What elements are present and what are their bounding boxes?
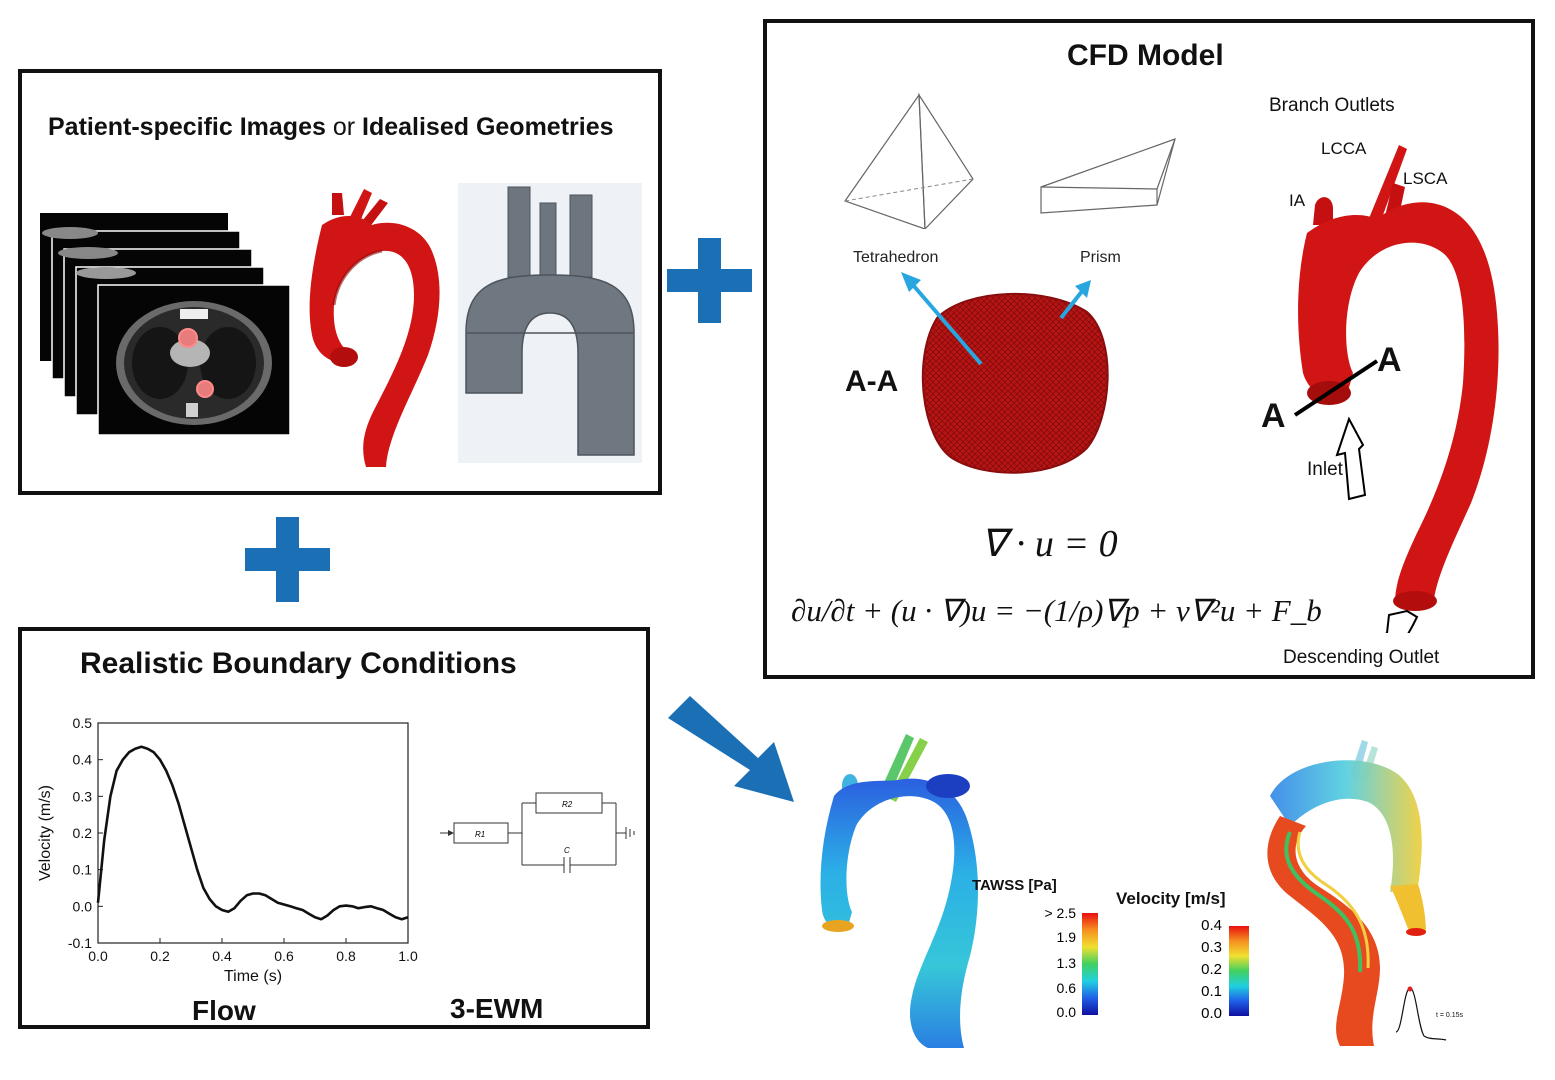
boundary-panel: Realistic Boundary Conditions 0.0 0.2 0.4 0… bbox=[18, 627, 650, 1029]
y-tick-label: 0.1 bbox=[73, 862, 93, 878]
descending-outlet-label: Descending Outlet bbox=[1283, 647, 1440, 668]
tawss-tick-0: > 2.5 bbox=[1044, 905, 1076, 921]
velocity-tick-2: 0.2 bbox=[1201, 961, 1222, 978]
x-axis-label: Time (s) bbox=[224, 968, 282, 985]
idealised-geometry-gray bbox=[458, 183, 642, 463]
y-tick-label: 0.3 bbox=[73, 788, 93, 804]
plus-icon-right bbox=[667, 238, 752, 323]
inset-waveform-icon bbox=[1395, 986, 1447, 1041]
geometry-panel: Patient-specific Images or Idealised Geo… bbox=[18, 69, 662, 495]
velocity-tick-0: 0.4 bbox=[1201, 917, 1222, 934]
circuit-r1-label: R1 bbox=[475, 830, 485, 839]
circuit-r2-label: R2 bbox=[562, 800, 573, 809]
velocity-series-line bbox=[96, 745, 409, 921]
section-marker-a2: A bbox=[1261, 397, 1286, 435]
geometry-panel-title: Patient-specific Images or Idealised Geo… bbox=[48, 113, 614, 141]
velocity-colorbar-label: Velocity [m/s] bbox=[1116, 889, 1226, 908]
x-tick-label: 0.2 bbox=[150, 948, 170, 964]
prism-label: Prism bbox=[1080, 249, 1121, 266]
lcca-label: LCCA bbox=[1321, 139, 1367, 158]
circuit-c-label: C bbox=[564, 846, 570, 855]
tawss-tick-4: 0.0 bbox=[1056, 1004, 1076, 1020]
tawss-colorbar-label: TAWSS [Pa] bbox=[972, 877, 1057, 894]
velocity-colorbar bbox=[1229, 926, 1249, 1016]
ct-image-stack bbox=[40, 213, 295, 438]
x-tick-label: 0.4 bbox=[212, 948, 232, 964]
tawss-colorbar bbox=[1082, 913, 1098, 1015]
aorta-model-red bbox=[302, 185, 452, 470]
lsca-label: LSCA bbox=[1403, 169, 1448, 188]
cfd-panel: CFD Model Tetrahedron Prism A-A bbox=[763, 19, 1535, 679]
boundary-panel-title: Realistic Boundary Conditions bbox=[80, 647, 517, 680]
cfd-panel-title: CFD Model bbox=[1067, 39, 1224, 72]
y-tick-label: 0.0 bbox=[73, 898, 93, 914]
time-stamp: t = 0.15s bbox=[1436, 1012, 1464, 1019]
tawss-tick-2: 1.3 bbox=[1056, 955, 1076, 971]
branch-outlets-label: Branch Outlets bbox=[1269, 95, 1395, 116]
x-tick-label: 0.6 bbox=[274, 948, 294, 964]
continuity-equation: ∇ · u = 0 bbox=[981, 523, 1118, 565]
y-tick-label: 0.5 bbox=[73, 715, 93, 731]
momentum-equation: ∂u/∂t + (u · ∇)u = −(1/ρ)∇p + ν∇²u + F_b bbox=[791, 593, 1322, 628]
x-tick-label: 0.0 bbox=[88, 948, 108, 964]
flow-label: Flow bbox=[192, 995, 256, 1026]
section-label-aa: A-A bbox=[845, 365, 899, 398]
y-tick-label: -0.1 bbox=[68, 935, 92, 951]
velocity-tick-4: 0.0 bbox=[1201, 1005, 1222, 1022]
ewm-label: 3-EWM bbox=[450, 993, 544, 1024]
y-tick-label: 0.2 bbox=[73, 825, 93, 841]
windkessel-circuit: R1 R2 C bbox=[440, 792, 635, 873]
tawss-tick-1: 1.9 bbox=[1056, 929, 1076, 945]
plus-icon-down bbox=[245, 517, 330, 602]
tawss-tick-3: 0.6 bbox=[1056, 980, 1076, 996]
chart-plot-frame bbox=[97, 722, 409, 944]
velocity-tick-3: 0.1 bbox=[1201, 983, 1222, 1000]
x-tick-label: 1.0 bbox=[398, 948, 418, 964]
tawss-aorta-model bbox=[820, 734, 978, 1048]
tetrahedron-icon bbox=[844, 92, 974, 229]
prism-icon bbox=[1040, 138, 1176, 214]
mesh-cross-section bbox=[901, 272, 1109, 474]
section-marker-a1: A bbox=[1377, 341, 1402, 379]
cfd-aorta-model bbox=[1293, 145, 1499, 633]
arrow-icon-to-results bbox=[662, 690, 802, 810]
streamline-aorta-model bbox=[1267, 740, 1447, 1046]
velocity-tick-1: 0.3 bbox=[1201, 939, 1222, 956]
ia-label: IA bbox=[1289, 191, 1306, 210]
x-tick-label: 0.8 bbox=[336, 948, 356, 964]
inlet-label: Inlet bbox=[1307, 459, 1343, 480]
tetrahedron-label: Tetrahedron bbox=[853, 249, 939, 266]
y-tick-label: 0.4 bbox=[73, 752, 93, 768]
y-axis-label: Velocity (m/s) bbox=[37, 785, 54, 881]
